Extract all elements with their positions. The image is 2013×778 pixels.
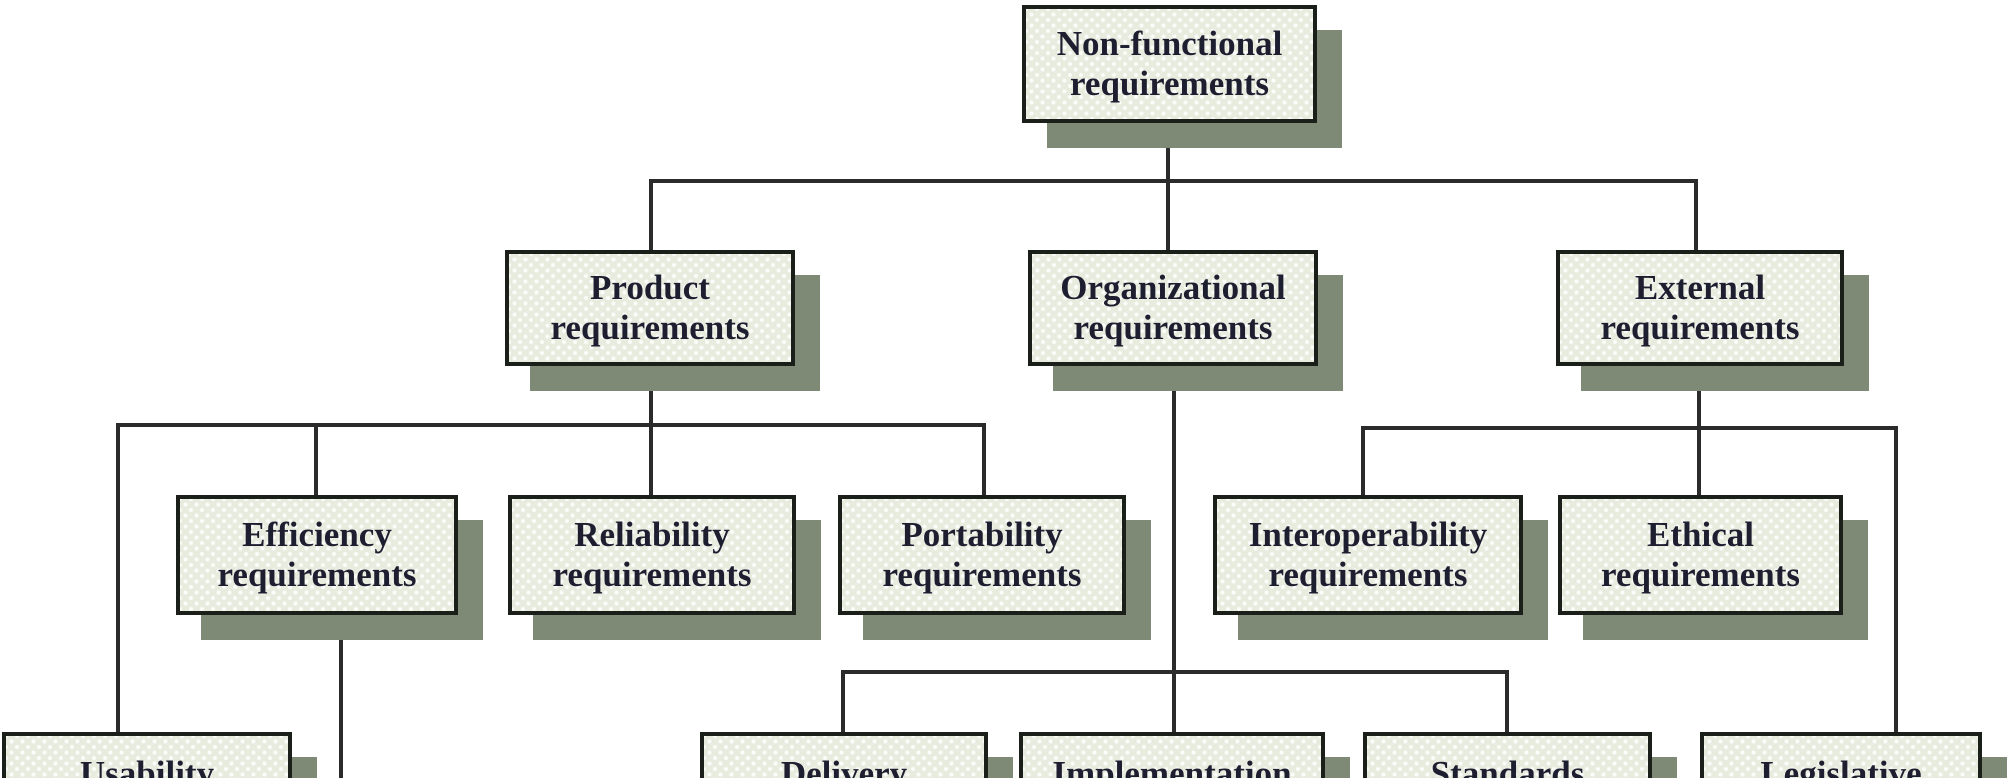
node-ethical-requirements: Ethical requirements [1558, 495, 1843, 615]
connector-drop-legislative [1894, 426, 1898, 732]
node-standards-requirements: Standards [1363, 732, 1652, 778]
node-label: Interoperability requirements [1248, 515, 1488, 594]
node-label: Reliability requirements [552, 515, 752, 594]
node-legislative-requirements: Legislative [1700, 732, 1982, 778]
node-delivery-requirements: Delivery [700, 732, 988, 778]
node-label: Legislative [1760, 754, 1922, 778]
connector-product-stem [649, 366, 653, 495]
node-label: Efficiency requirements [217, 515, 417, 594]
connector-drop-usability [116, 423, 120, 732]
connector-drop-standards [1505, 670, 1509, 732]
connector-organizational-stem [1172, 366, 1176, 732]
node-external-requirements: External requirements [1556, 250, 1844, 366]
connector-root-stem [1166, 123, 1170, 250]
node-label: Organizational requirements [1060, 268, 1286, 347]
connector-level2-rail [649, 179, 1698, 183]
node-efficiency-requirements: Efficiency requirements [176, 495, 458, 615]
connector-drop-product [649, 179, 653, 250]
connector-drop-efficiency [314, 423, 318, 495]
connector-efficiency-substem [339, 612, 343, 778]
node-organizational-requirements: Organizational requirements [1028, 250, 1318, 366]
node-label: External requirements [1600, 268, 1800, 347]
node-usability-requirements: Usability [2, 732, 292, 778]
node-label: Ethical requirements [1601, 515, 1800, 594]
connector-drop-interoperability [1361, 426, 1365, 495]
node-label: Standards [1430, 754, 1585, 778]
connector-drop-portability [982, 423, 986, 495]
node-product-requirements: Product requirements [505, 250, 795, 366]
node-portability-requirements: Portability requirements [838, 495, 1126, 615]
connector-organizational-rail [841, 670, 1509, 674]
connector-external-stem [1697, 366, 1701, 495]
connector-external-rail [1361, 426, 1898, 430]
connector-drop-external [1694, 179, 1698, 250]
node-label: Product requirements [550, 268, 750, 347]
node-interoperability-requirements: Interoperability requirements [1213, 495, 1523, 615]
node-nonfunctional-requirements: Non-functional requirements [1022, 5, 1317, 123]
node-label: Usability [79, 754, 215, 778]
node-label: Implementation [1052, 754, 1292, 778]
connector-drop-delivery [841, 670, 845, 732]
node-label: Portability requirements [882, 515, 1082, 594]
node-label: Non-functional requirements [1056, 24, 1283, 103]
node-reliability-requirements: Reliability requirements [508, 495, 796, 615]
node-label: Delivery [780, 754, 908, 778]
node-implementation-requirements: Implementation [1019, 732, 1325, 778]
connector-product-rail [116, 423, 986, 427]
